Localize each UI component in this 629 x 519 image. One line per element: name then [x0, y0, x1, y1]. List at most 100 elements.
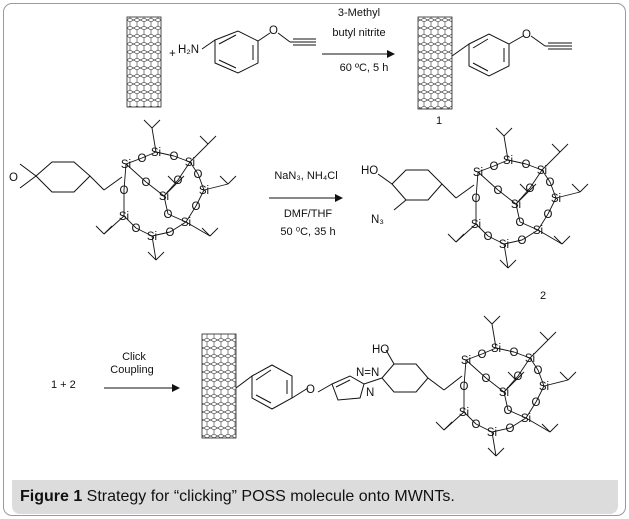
bond-line: [549, 181, 557, 199]
bond-line: [487, 447, 497, 457]
reaction-scheme: + H₂N O 3-Methyl butyl nitrite 60 ºC, 5 …: [9, 7, 589, 457]
bond-line: [499, 259, 509, 269]
bond-line: [219, 175, 229, 185]
bond-line: [543, 379, 569, 387]
bond-line: [477, 171, 499, 191]
silicon-atom: Si: [533, 225, 543, 237]
bond-line: [151, 235, 157, 261]
bond-line: [95, 225, 105, 235]
oxygen-atom: O: [506, 423, 515, 435]
plus-sign: +: [169, 48, 176, 60]
silicon-atom: Si: [511, 199, 521, 211]
bond-line: [491, 315, 501, 325]
bond-line: [481, 347, 497, 355]
bond-line: [521, 229, 539, 241]
oxygen-atom: O: [490, 161, 499, 173]
bond-line: [201, 227, 211, 237]
ether-oxygen-2: O: [522, 29, 531, 41]
azide-label: N₃: [371, 214, 384, 226]
triazole-nitrogen: N: [366, 387, 374, 399]
hydroxyl-label-2: HO: [361, 165, 378, 177]
oxygen-atom: O: [142, 177, 151, 189]
bond-line: [491, 431, 497, 457]
triazole-n-eq-n: N=N: [356, 367, 379, 379]
bond-line: [147, 251, 157, 261]
bond-line: [151, 231, 171, 237]
bond-line: [103, 225, 113, 235]
oxygen-atom: O: [514, 371, 523, 383]
silicon-atom: Si: [461, 355, 471, 367]
bond-line: [525, 401, 537, 419]
bond-line: [435, 421, 445, 431]
epoxide-oxygen: O: [9, 172, 18, 184]
silicon-atom: Si: [159, 191, 169, 203]
bond-line: [203, 183, 229, 191]
bond-line: [503, 391, 509, 411]
bond-line: [447, 233, 457, 243]
bond-line: [503, 135, 509, 161]
bond-line: [185, 221, 211, 237]
bond-line: [535, 385, 545, 403]
product-2-ring: [377, 169, 475, 211]
bond-line: [515, 191, 529, 205]
bond-line: [509, 417, 527, 429]
bond-line: [503, 239, 523, 245]
silicon-atom: Si: [521, 413, 531, 425]
bond-line: [561, 235, 571, 245]
bond-line: [541, 169, 551, 183]
oxygen-atom: O: [472, 419, 481, 431]
final-product: O N=N N HO: [201, 333, 463, 439]
reagent-3-line1: Click: [122, 351, 146, 363]
bond-line: [537, 369, 545, 387]
condition-2: 50 ⁰C, 35 h: [280, 226, 335, 238]
oxygen-atom: O: [534, 365, 543, 377]
bond-line: [519, 221, 539, 231]
bond-line: [497, 189, 517, 205]
oxygen-atom: O: [544, 209, 553, 221]
oxygen-atom: O: [526, 183, 535, 195]
bond-line: [495, 447, 505, 457]
oxygen-atom: O: [138, 153, 147, 165]
product-2-number: 2: [540, 290, 546, 302]
bond-line: [555, 191, 581, 199]
bond-line: [517, 357, 531, 377]
bond-line: [207, 135, 217, 145]
figure-frame: + H₂N O 3-Methyl butyl nitrite 60 ºC, 5 …: [3, 3, 626, 516]
bond-line: [507, 259, 517, 269]
bond-line: [529, 357, 539, 371]
bond-line: [529, 169, 543, 189]
oxygen-atom: O: [504, 405, 513, 417]
bond-line: [519, 183, 529, 193]
bond-line: [169, 221, 187, 233]
ether-oxygen-3: O: [306, 384, 315, 396]
bond-line: [495, 127, 505, 137]
bond-line: [145, 181, 165, 197]
bond-line: [195, 189, 205, 207]
silicon-atom: Si: [487, 427, 497, 439]
bond-line: [567, 371, 577, 381]
oxygen-atom: O: [164, 209, 173, 221]
silicon-atom: Si: [459, 407, 469, 419]
bond-line: [493, 159, 509, 167]
silicon-atom: Si: [147, 231, 157, 243]
reagent-1-line2: butyl nitrite: [332, 27, 385, 39]
oxygen-atom: O: [522, 159, 531, 171]
bond-line: [527, 183, 537, 193]
oxygen-atom: O: [192, 201, 201, 213]
figure-caption: Figure 1 Strategy for “clicking” POSS mo…: [12, 480, 618, 514]
bond-line: [151, 119, 161, 129]
bond-line: [167, 213, 187, 223]
bond-line: [125, 163, 147, 183]
silicon-atom: Si: [537, 165, 547, 177]
bond-line: [151, 127, 157, 153]
bond-line: [553, 235, 563, 245]
bond-line: [507, 371, 517, 381]
bond-line: [547, 331, 557, 341]
caption-label: Figure 1: [20, 488, 83, 505]
caption-text: Strategy for “clicking” POSS molecule on…: [82, 488, 455, 505]
bond-line: [513, 351, 531, 359]
bond-line: [123, 215, 137, 229]
oxygen-atom: O: [120, 185, 129, 197]
bond-line: [141, 151, 157, 159]
